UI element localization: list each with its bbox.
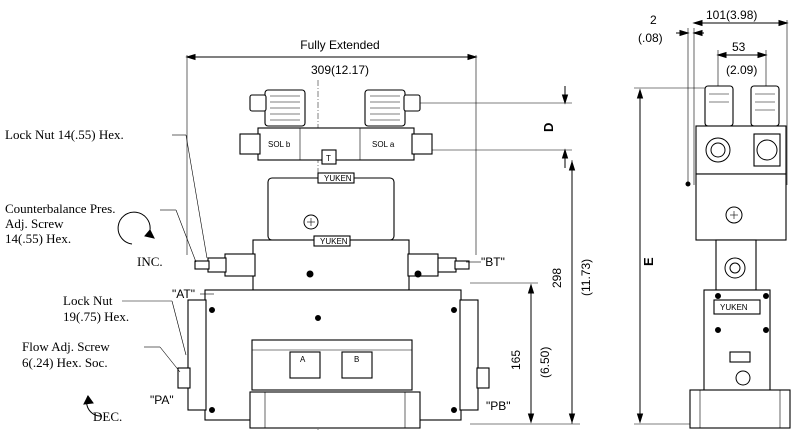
- height-298-inch: (11.73): [579, 259, 593, 296]
- overall-length-value: 309(12.17): [311, 63, 369, 77]
- counterbalance-line-3: 14(.55) Hex.: [5, 231, 71, 246]
- flow-adj-line-2: 6(.24) Hex. Soc.: [22, 355, 108, 370]
- dec-rotation: DEC.: [83, 395, 122, 424]
- nameplate-1: YUKEN: [324, 174, 352, 183]
- height-298-dimension: 298 (11.73): [470, 160, 593, 425]
- lock-nut-14-label: Lock Nut 14(.55) Hex.: [5, 127, 124, 142]
- dim-d-label: D: [541, 123, 556, 132]
- solenoid-coil-a: [364, 89, 421, 127]
- height-165-dimension: 165 (6.50): [470, 282, 552, 424]
- lock-nut-19-line-2: 19(.75) Hex.: [63, 309, 129, 324]
- height-165-inch: (6.50): [538, 347, 552, 378]
- dim-53-value: 53: [732, 40, 746, 54]
- dim-e-label: E: [641, 257, 656, 266]
- sol-a-label: SOL a: [372, 140, 395, 149]
- port-at-label: "AT": [172, 287, 195, 301]
- port-pb-label: "PB": [486, 399, 511, 413]
- dim-53-inch: (2.09): [726, 63, 757, 77]
- dim-2-inch: (.08): [638, 31, 663, 45]
- flow-adj-line-1: Flow Adj. Screw: [22, 339, 110, 354]
- height-298-value: 298: [550, 268, 564, 288]
- pilot-section: YUKEN: [267, 172, 395, 241]
- port-b-label: B: [354, 355, 359, 364]
- port-bt-label: "BT": [481, 255, 505, 269]
- overall-length-dimension: Fully Extended 309(12.17): [185, 38, 478, 255]
- flow-adj-callout: Flow Adj. Screw 6(.24) Hex. Soc.: [22, 339, 181, 373]
- d-dimension: D: [420, 86, 572, 168]
- fully-extended-label: Fully Extended: [300, 38, 379, 52]
- dim-101-value: 101(3.98): [706, 8, 757, 22]
- nameplate-2: YUKEN: [320, 237, 348, 246]
- side-width-dimensions: 2 (.08) 101(3.98) 53 (2.09): [638, 8, 789, 185]
- lock-nut-14-callout: Lock Nut 14(.55) Hex.: [5, 127, 208, 259]
- solenoid-coil-b: [249, 89, 306, 127]
- lock-nut-19-callout: Lock Nut 19(.75) Hex.: [63, 293, 187, 356]
- port-a-label: A: [300, 355, 306, 364]
- counterbalance-line-2: Adj. Screw: [5, 216, 64, 231]
- counterbalance-line-1: Counterbalance Pres.: [5, 201, 115, 216]
- dim-2-value: 2: [650, 13, 657, 27]
- inc-rotation: INC.: [117, 211, 163, 269]
- counterbalance-section: YUKEN: [194, 235, 470, 291]
- front-view: Fully Extended 309(12.17): [5, 38, 593, 430]
- height-165-value: 165: [509, 350, 523, 370]
- lock-nut-19-line-1: Lock Nut: [63, 293, 113, 308]
- svg-text:T: T: [326, 154, 331, 163]
- inc-label: INC.: [137, 254, 163, 269]
- side-nameplate: YUKEN: [720, 303, 748, 312]
- dec-label: DEC.: [93, 409, 122, 424]
- main-valve-body: A B: [177, 289, 490, 429]
- solenoid-valve-body: SOL b SOL a T: [239, 127, 433, 165]
- sol-b-label: SOL b: [268, 140, 291, 149]
- side-view: 2 (.08) 101(3.98) 53 (2.09) E: [634, 8, 791, 429]
- port-pa-label: "PA": [150, 393, 174, 407]
- counterbalance-callout: Counterbalance Pres. Adj. Screw 14(.55) …: [5, 201, 197, 263]
- e-dimension: E: [634, 87, 710, 425]
